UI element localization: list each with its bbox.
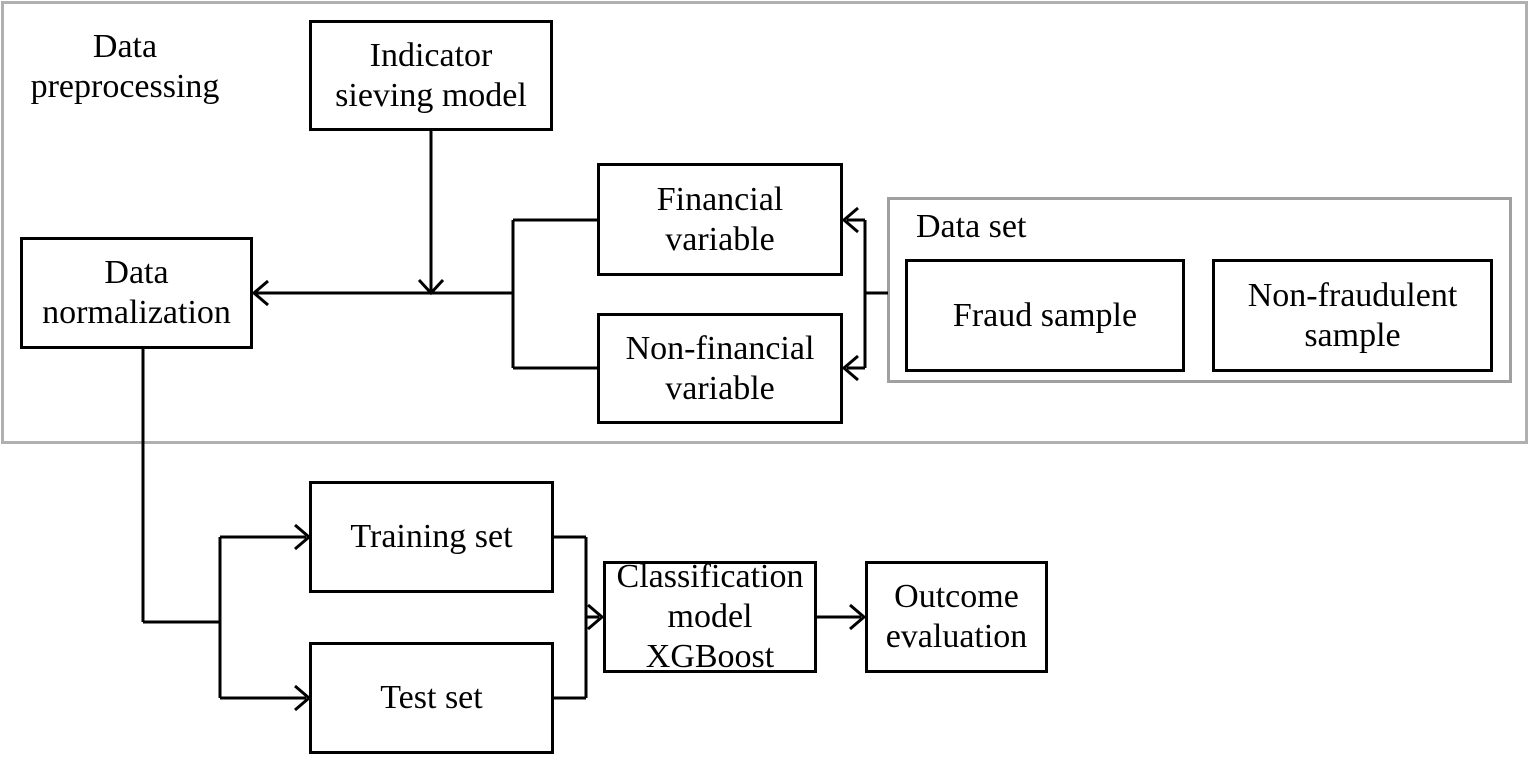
stage-label: Data preprocessing <box>30 28 220 105</box>
node-fraud-sample: Fraud sample <box>905 259 1185 372</box>
node-classification-model-xgboost: Classification model XGBoost <box>603 558 817 675</box>
node-financial-variable: Financial variable <box>597 163 843 276</box>
arrowhead-into-normalization <box>251 279 269 307</box>
node-non-fraudulent-sample: Non-fraudulent sample <box>1212 259 1493 372</box>
node-training-set: Training set <box>309 481 554 593</box>
arrowhead-into-nonfinancial <box>841 354 859 382</box>
node-outcome-evaluation: Outcome evaluation <box>865 561 1048 673</box>
preprocessing-stage-container <box>1 1 1528 444</box>
dataset-container <box>887 197 1512 383</box>
node-indicator-sieving-model: Indicator sieving model <box>309 20 553 131</box>
node-non-financial-variable: Non-financial variable <box>597 313 843 424</box>
arrowhead-into-outcome <box>849 603 867 631</box>
arrowhead-into-financial <box>841 206 859 234</box>
dataset-label: Data set <box>916 208 1027 245</box>
node-test-set: Test set <box>309 642 554 754</box>
node-data-normalization: Data normalization <box>20 237 253 349</box>
arrowhead-into-classification <box>587 603 605 631</box>
